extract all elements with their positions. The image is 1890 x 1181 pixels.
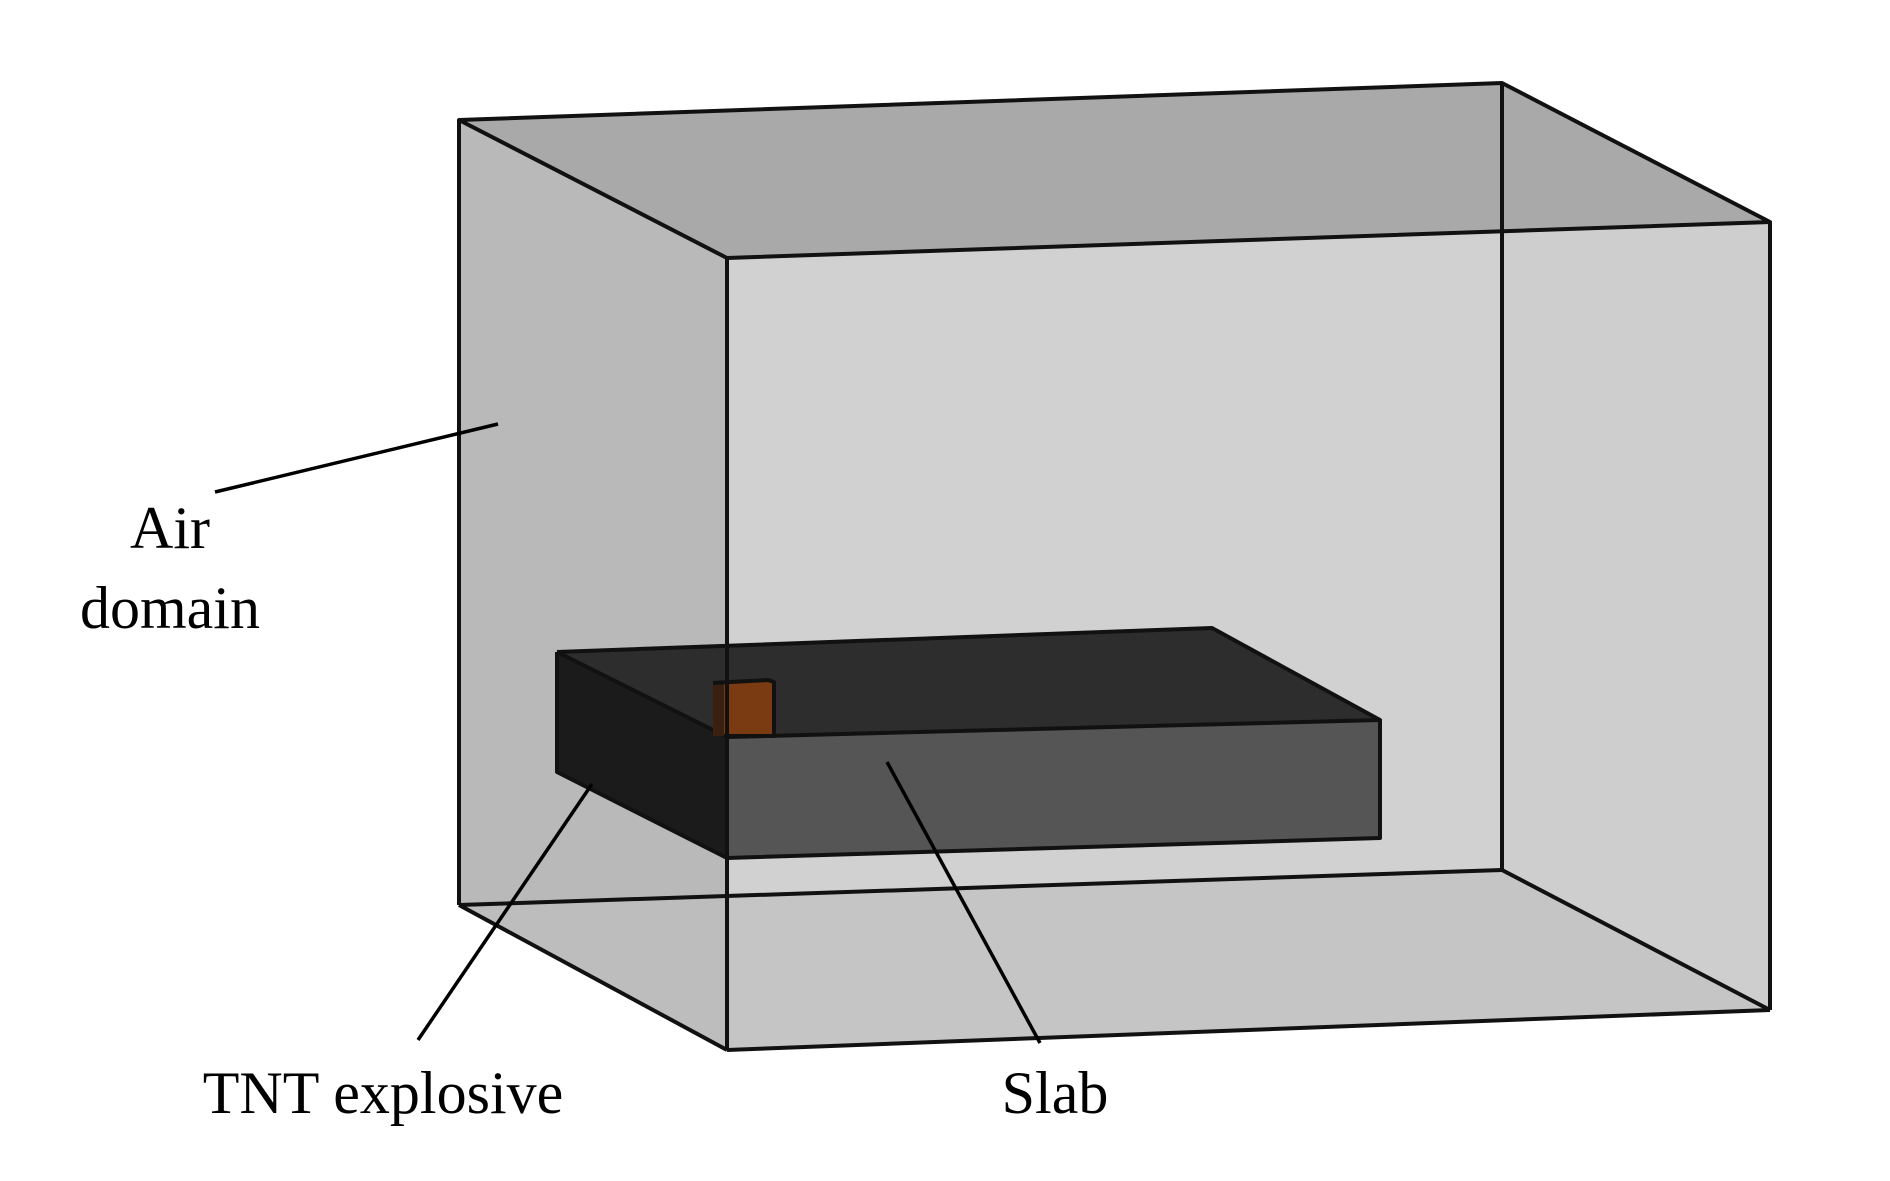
air-box-right-face [1502,83,1770,1010]
air-domain-label-line2: domain [80,575,260,641]
air-domain-leader [214,422,499,494]
tnt-label: TNT explosive [203,1060,564,1126]
tnt-explosive [712,678,776,738]
slab-label: Slab [1002,1060,1109,1126]
tnt-front [724,682,774,736]
slab-leader [885,761,1042,1044]
slab-left-face [557,652,727,858]
air-box-front-face [727,222,1770,1050]
air-box-top-face [459,83,1770,258]
air-box-back-edges [458,83,1771,1012]
tnt-leader [416,783,594,1041]
air-domain-label-line1: Air [130,495,210,561]
tnt-side [713,680,724,736]
air-box-front-edges [457,81,1772,1052]
air-box-bottom-face [459,870,1770,1050]
slab [555,626,1382,860]
slab-front-face [727,720,1380,858]
